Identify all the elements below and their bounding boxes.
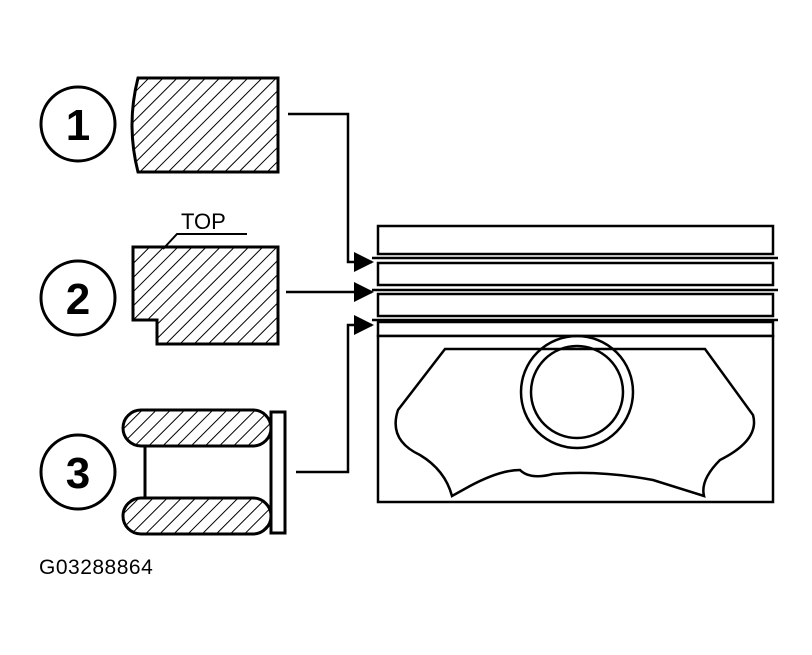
piston: [372, 224, 778, 504]
leader-3: [296, 315, 374, 474]
callout-3-number: 3: [66, 449, 90, 498]
callout-2-number: 2: [66, 275, 90, 324]
callout-1: 1: [39, 85, 117, 163]
ring-3-section: [121, 408, 287, 536]
callout-3: 3: [39, 433, 117, 511]
callout-2: 2: [39, 259, 117, 337]
callout-1-number: 1: [66, 101, 90, 150]
ring-2-section: [131, 245, 280, 346]
top-marking-label: TOP: [181, 209, 226, 234]
figure-id: G03288864: [39, 556, 154, 579]
ring-1-section: [130, 76, 280, 174]
leader-1: [288, 112, 374, 272]
top-marking-leader: [162, 233, 247, 250]
